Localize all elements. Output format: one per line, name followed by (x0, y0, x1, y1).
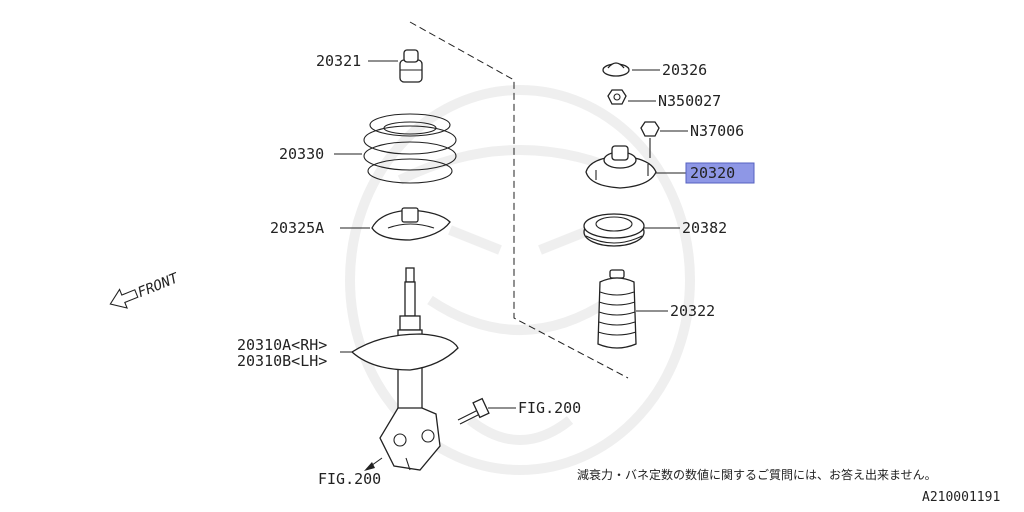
spring-seat-part (371, 207, 451, 241)
front-direction-indicator: FRONT (109, 270, 183, 309)
strut-assembly-part (350, 267, 459, 471)
assembly-guide-line (409, 21, 629, 379)
label-strut-lh: 20310B<LH> (237, 352, 327, 370)
label-coil-spring: 20330 (279, 145, 324, 163)
disclaimer-note: 減衰力・バネ定数の数値に関するご質問には、お答え出来ません。 (577, 467, 937, 482)
bump-stop-part (399, 49, 423, 83)
mounting-bolt-part (457, 397, 490, 425)
bearing-part (583, 213, 645, 247)
fig-bottom-arrow (364, 457, 383, 471)
label-fig-bolt: FIG.200 (518, 399, 581, 417)
reference-code: A210001191 (922, 490, 1000, 505)
label-mount-nut: N37006 (690, 122, 744, 140)
label-bump-stop: 20321 (316, 52, 361, 70)
label-fig-bottom: FIG.200 (318, 470, 381, 488)
top-nut-part (607, 89, 627, 105)
label-strut-rh: 20310A<RH> (237, 336, 327, 354)
label-bearing: 20382 (682, 219, 727, 237)
label-dust-boot: 20322 (670, 302, 715, 320)
highlight-box-strut-mount[interactable] (685, 162, 755, 184)
label-strut-mount[interactable]: 20320 (690, 164, 735, 182)
label-dust-cap: 20326 (662, 61, 707, 79)
dust-cap-part (602, 62, 630, 77)
coil-spring-part (363, 113, 457, 184)
label-top-nut: N350027 (658, 92, 721, 110)
dust-boot-part (597, 269, 637, 349)
label-spring-seat: 20325A (270, 219, 324, 237)
strut-mount-part (585, 145, 657, 189)
label-front: FRONT (136, 270, 183, 301)
mount-nut-part (640, 121, 660, 158)
